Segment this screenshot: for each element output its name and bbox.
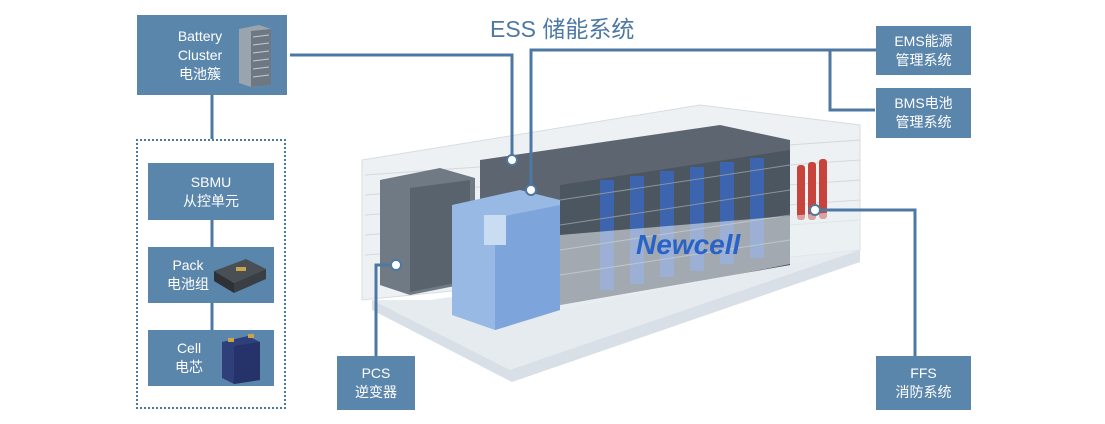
battery-pack-icon [214,259,266,293]
bms-label-2: 管理系统 [895,114,952,130]
connector-battery-cluster [290,53,514,160]
cell-box: Cell 电芯 [148,330,274,386]
ems-label-1: EMS能源 [894,32,953,49]
ems-box: EMS能源 管理系统 [876,26,971,75]
battery-cell-icon [222,334,260,384]
battery-hierarchy-group [136,139,286,409]
sbmu-label-1: SBMU [190,173,232,190]
bms-label-1: BMS电池 [894,95,953,111]
connector-ffs [815,208,917,356]
battery-cluster-label-1: Battery [177,27,223,44]
bms-box: BMS电池 管理系统 [876,88,971,138]
sbmu-box: SBMU 从控单元 [148,163,274,220]
ffs-label-1: FFS [910,365,937,381]
pcs-box: PCS 逆变器 [337,356,415,410]
connectors [210,48,970,356]
cell-label-1: Cell [176,340,202,356]
battery-cluster-box: Battery Cluster 电池簇 [137,15,287,95]
diagram-title: ESS 储能系统 [490,16,635,42]
pack-box: Pack 电池组 [148,247,274,303]
connector-dots [390,154,821,271]
ems-label-2: 管理系统 [895,51,952,68]
battery-cluster-label-3: 电池簇 [179,65,221,82]
pack-label-1: Pack [172,257,204,273]
ffs-label-2: 消防系统 [895,384,952,400]
connector-pcs [374,263,396,356]
cell-label-2: 电芯 [175,359,203,375]
pack-label-2: 电池组 [167,276,209,292]
connector-ems [529,48,970,190]
pcs-label-2: 逆变器 [355,384,397,400]
ffs-box: FFS 消防系统 [876,356,971,410]
connector-bms [828,50,875,112]
battery-rack-icon [239,25,271,87]
sbmu-label-2: 从控单元 [183,192,239,209]
container-front-wall [560,210,860,310]
battery-cluster-label-2: Cluster [177,46,223,63]
fire-extinguishers [797,159,827,220]
container-illustration [361,104,861,382]
brand-logo: Newcell [636,229,741,260]
pcs-label-1: PCS [361,365,391,381]
